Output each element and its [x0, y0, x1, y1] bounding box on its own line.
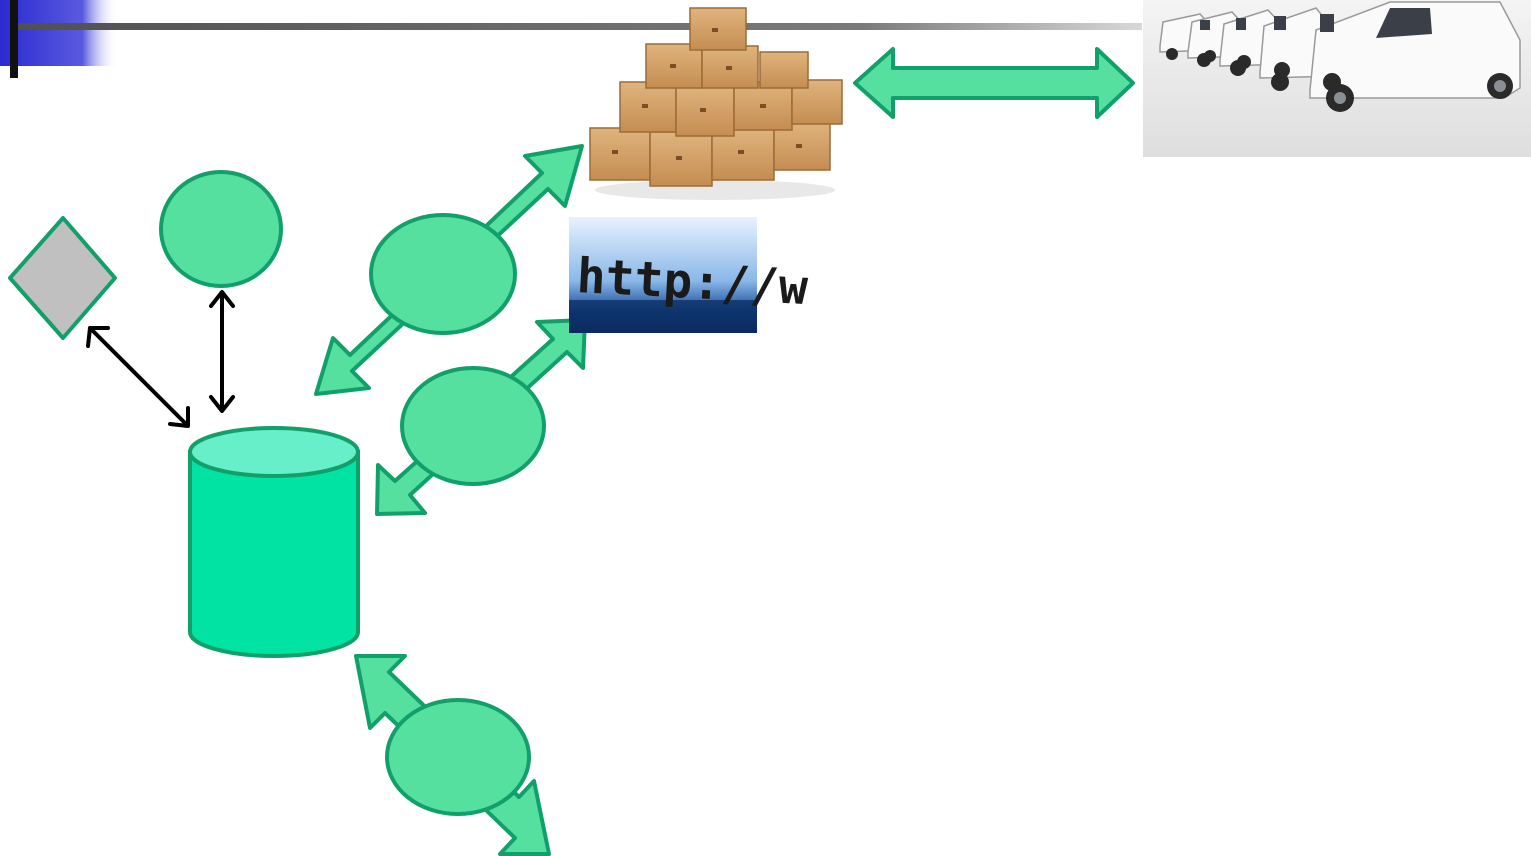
connector-node-database	[209, 290, 235, 413]
connector-diamond-database	[86, 326, 190, 428]
boxes-image	[589, 7, 843, 200]
url-image: http://w	[569, 217, 809, 333]
header-tick	[10, 0, 18, 78]
header-bar	[14, 23, 1142, 30]
url-image-text: http://w	[575, 248, 809, 316]
header-accent-block	[0, 0, 118, 66]
process-node-bottom	[385, 698, 531, 816]
process-node-top	[159, 170, 283, 288]
header-decoration	[0, 0, 1142, 78]
process-node-web	[400, 366, 546, 486]
vans-image	[1143, 0, 1531, 157]
decision-diamond	[8, 216, 117, 340]
process-node-boxes	[369, 213, 517, 335]
double-arrow-boxes-vans	[853, 47, 1135, 119]
database-cylinder	[188, 426, 360, 658]
